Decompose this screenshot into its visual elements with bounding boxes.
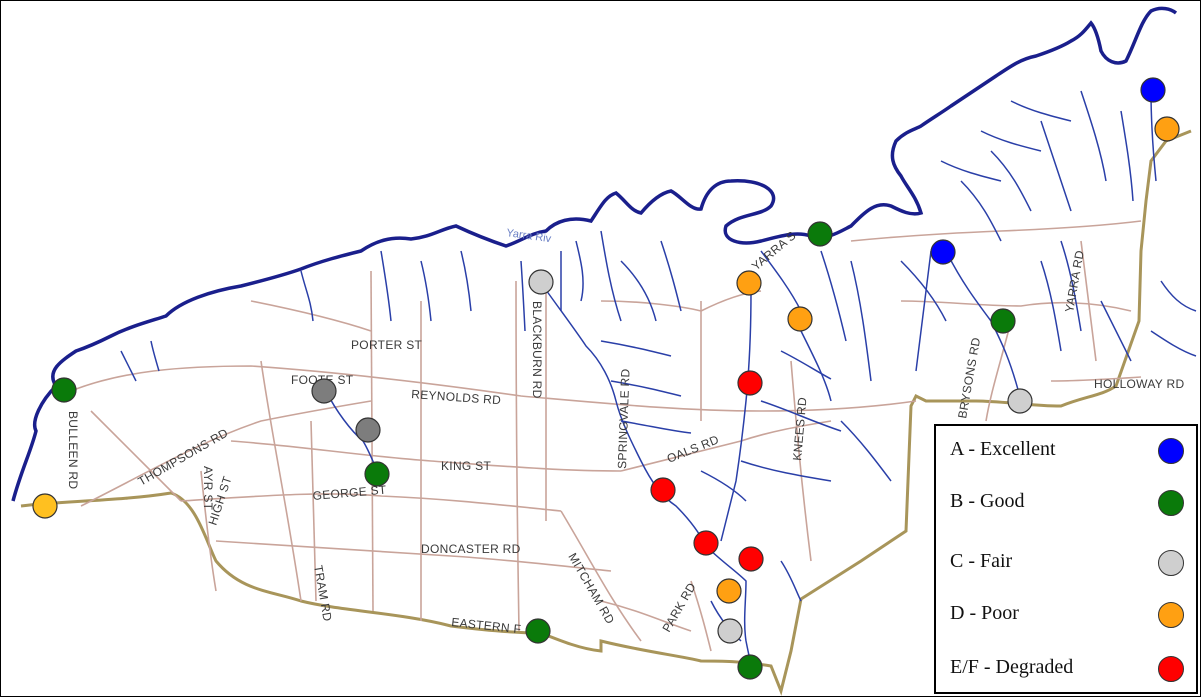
road-label: HOLLOWAY RD bbox=[1094, 377, 1184, 391]
monitoring-sites bbox=[32, 77, 1180, 680]
catchment-boundary bbox=[20, 129, 1192, 696]
legend-item-excellent: A - Excellent bbox=[950, 434, 1190, 464]
road-label: GEORGE ST bbox=[312, 483, 387, 503]
yarra-river bbox=[11, 6, 1178, 502]
site-marker[interactable] bbox=[737, 654, 763, 680]
legend-label: C - Fair bbox=[950, 550, 1013, 572]
road-label: EASTERN F bbox=[451, 615, 522, 636]
site-marker[interactable] bbox=[1140, 77, 1166, 103]
road-label: BULLEEN RD bbox=[66, 411, 80, 489]
road-label: KNEES RD bbox=[790, 397, 810, 462]
road-label: AYR ST bbox=[201, 466, 215, 511]
legend-item-fair: C - Fair bbox=[950, 546, 1190, 576]
site-marker[interactable] bbox=[736, 270, 762, 296]
site-marker[interactable] bbox=[355, 417, 381, 443]
site-marker[interactable] bbox=[717, 618, 743, 644]
road-label: BLACKBURN RD bbox=[530, 301, 544, 399]
site-marker[interactable] bbox=[930, 239, 956, 265]
legend-label: E/F - Degraded bbox=[950, 656, 1074, 678]
road-label: DONCASTER RD bbox=[421, 542, 521, 556]
site-marker[interactable] bbox=[650, 477, 676, 503]
map-legend: A - Excellent B - Good C - Fair D - Poor… bbox=[934, 424, 1198, 694]
site-marker[interactable] bbox=[787, 306, 813, 332]
legend-label: A - Excellent bbox=[950, 438, 1056, 460]
road-label: TRAM RD bbox=[311, 564, 335, 622]
site-marker[interactable] bbox=[1154, 116, 1180, 142]
site-marker[interactable] bbox=[364, 461, 390, 487]
legend-swatch bbox=[1158, 550, 1184, 576]
site-marker[interactable] bbox=[716, 578, 742, 604]
legend-item-degraded: E/F - Degraded bbox=[950, 652, 1190, 682]
creek-network bbox=[120, 90, 1197, 672]
site-marker[interactable] bbox=[525, 618, 551, 644]
legend-label: D - Poor bbox=[950, 602, 1019, 624]
road-label: REYNOLDS RD bbox=[411, 387, 502, 407]
site-marker[interactable] bbox=[738, 546, 764, 572]
site-marker[interactable] bbox=[807, 221, 833, 247]
site-marker[interactable] bbox=[693, 530, 719, 556]
road-label: BRYSONS RD bbox=[955, 336, 983, 419]
road-label: SPRINGVALE RD bbox=[615, 368, 632, 469]
road-network bbox=[70, 220, 1142, 652]
legend-item-poor: D - Poor bbox=[950, 598, 1190, 628]
legend-swatch bbox=[1158, 602, 1184, 628]
road-label: KING ST bbox=[441, 459, 491, 473]
site-marker[interactable] bbox=[32, 493, 58, 519]
site-marker[interactable] bbox=[1007, 388, 1033, 414]
site-marker[interactable] bbox=[528, 269, 554, 295]
road-label: YARRA S bbox=[749, 228, 799, 273]
legend-item-good: B - Good bbox=[950, 486, 1190, 516]
legend-swatch bbox=[1158, 490, 1184, 516]
legend-swatch bbox=[1158, 656, 1184, 682]
road-label: OALS RD bbox=[665, 432, 721, 466]
site-marker[interactable] bbox=[990, 308, 1016, 334]
road-label: THOMPSONS RD bbox=[136, 426, 231, 489]
site-marker[interactable] bbox=[311, 378, 337, 404]
site-marker[interactable] bbox=[51, 377, 77, 403]
legend-label: B - Good bbox=[950, 490, 1025, 512]
road-label: PORTER ST bbox=[351, 338, 423, 352]
legend-swatch bbox=[1158, 438, 1184, 464]
site-marker[interactable] bbox=[737, 370, 763, 396]
